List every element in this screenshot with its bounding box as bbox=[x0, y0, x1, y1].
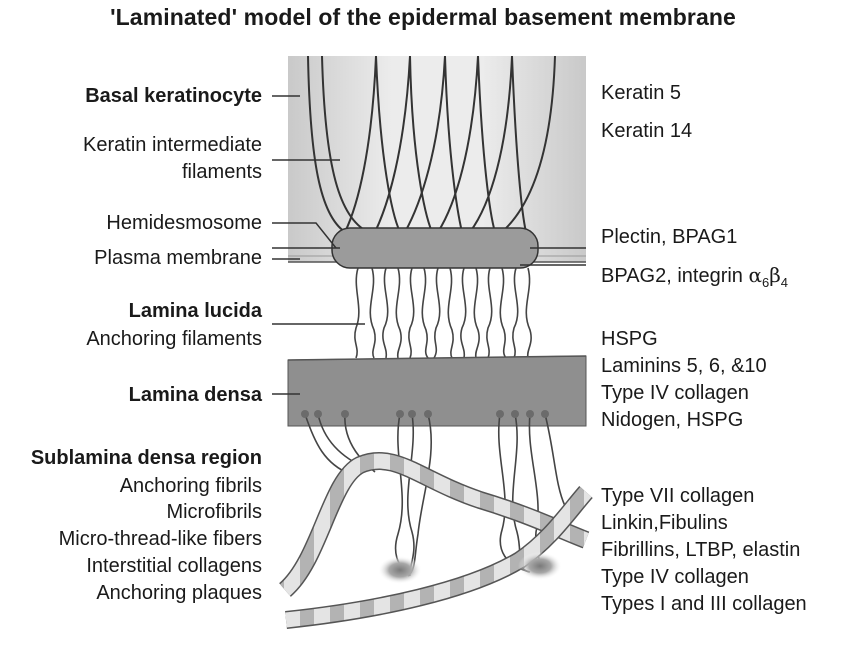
label-basal-keratinocyte: Basal keratinocyte bbox=[85, 85, 262, 107]
label-keratin-filaments-1: Keratin intermediate bbox=[83, 134, 262, 156]
label-bpag2-integrin: BPAG2, integrin α6β4 bbox=[601, 262, 788, 296]
anchoring-filaments bbox=[354, 267, 532, 359]
label-hemidesmosome: Hemidesmosome bbox=[106, 212, 262, 234]
label-anchoring-plaques: Anchoring plaques bbox=[96, 582, 262, 604]
label-fibrillins: Fibrillins, LTBP, elastin bbox=[601, 539, 801, 561]
label-microfibrils: Microfibrils bbox=[166, 501, 262, 523]
label-type4-collagen: Type IV collagen bbox=[601, 382, 749, 404]
interstitial-collagen-fibers bbox=[278, 452, 593, 629]
beta-symbol: β bbox=[769, 263, 781, 287]
label-lamina-lucida: Lamina lucida bbox=[128, 300, 262, 322]
label-sublamina-densa-region: Sublamina densa region bbox=[30, 447, 262, 469]
fibril-knobs bbox=[301, 410, 549, 418]
label-nidogen: Nidogen, HSPG bbox=[601, 409, 744, 431]
anchoring-plaques bbox=[378, 552, 562, 584]
left-leader-lines bbox=[272, 95, 365, 395]
bpag2-text: BPAG2, integrin bbox=[601, 265, 749, 287]
label-lamina-densa: Lamina densa bbox=[128, 384, 262, 406]
diagram-title: 'Laminated' model of the epidermal basem… bbox=[110, 4, 736, 30]
label-keratin-filaments-2: filaments bbox=[181, 161, 262, 183]
label-keratin14: Keratin 14 bbox=[601, 120, 693, 142]
label-plectin: Plectin, BPAG1 bbox=[601, 226, 738, 248]
label-micro-thread-fibers: Micro-thread-like fibers bbox=[58, 528, 262, 550]
label-laminins: Laminins 5, 6, &10 bbox=[601, 355, 767, 377]
beta-subscript: 4 bbox=[780, 275, 789, 290]
label-type4-collagen-2: Type IV collagen bbox=[601, 566, 749, 588]
right-leader-lines bbox=[520, 247, 586, 266]
label-plasma-membrane: Plasma membrane bbox=[94, 247, 262, 269]
alpha-symbol: α bbox=[748, 263, 762, 287]
alpha-subscript: 6 bbox=[762, 275, 770, 290]
keratin-filaments bbox=[307, 55, 556, 233]
label-hspg: HSPG bbox=[601, 328, 658, 350]
label-types1-3-collagen: Types I and III collagen bbox=[601, 593, 807, 615]
label-interstitial-collagens: Interstitial collagens bbox=[86, 555, 262, 577]
label-linkin: Linkin,Fibulins bbox=[601, 512, 728, 534]
label-anchoring-fibrils: Anchoring fibrils bbox=[119, 475, 262, 497]
hemidesmosome-plaque bbox=[331, 227, 539, 269]
label-keratin5: Keratin 5 bbox=[601, 82, 682, 104]
label-type7-collagen: Type VII collagen bbox=[601, 485, 755, 507]
label-anchoring-filaments: Anchoring filaments bbox=[86, 328, 262, 350]
